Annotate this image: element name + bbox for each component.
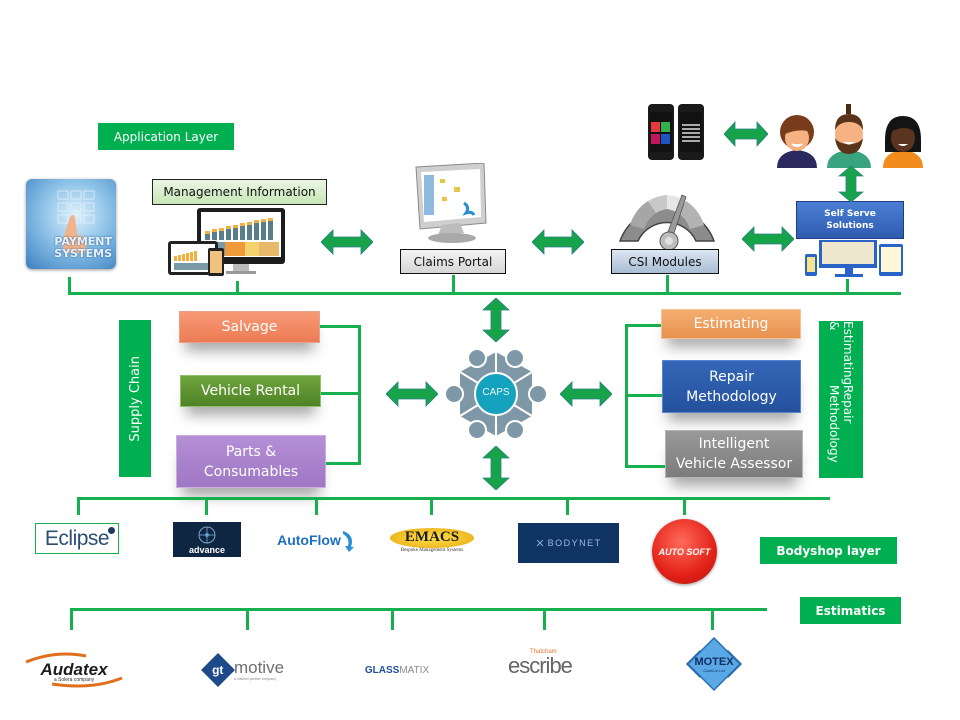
- self-serve-devices-icon: [805, 240, 905, 278]
- bodyshop-layer-label: Bodyshop layer: [760, 537, 897, 564]
- application-bus-line: [68, 292, 901, 295]
- connector: [625, 394, 662, 397]
- autosoft-logo[interactable]: AUTO SOFT: [652, 519, 717, 584]
- connector: [326, 462, 360, 465]
- gtmotive-diamond-icon: gt: [200, 653, 235, 687]
- double-arrow-icon: [742, 226, 794, 252]
- supply-chain-label: Supply Chain: [119, 320, 151, 477]
- payment-systems-tile[interactable]: PAYMENT SYSTEMS: [26, 179, 116, 269]
- motex-diamond-icon: [686, 636, 742, 692]
- vertical-double-arrow-icon: [482, 446, 510, 490]
- double-arrow-icon: [386, 381, 438, 407]
- autoflow-swoosh-icon: [342, 531, 354, 552]
- connector: [315, 497, 318, 515]
- connector: [246, 608, 249, 630]
- caps-hub-icon: [446, 348, 546, 440]
- mobile-app-phones-icon: [648, 104, 706, 160]
- eclipse-logo[interactable]: Eclipse: [35, 523, 119, 554]
- payment-keypad-icon: [57, 190, 95, 253]
- advance-network-icon: [198, 526, 216, 543]
- bearded-man-avatar-icon: [827, 104, 871, 168]
- gtmotive-logo[interactable]: gt motive a mitchell partner company: [200, 653, 290, 687]
- csi-modules-label[interactable]: CSI Modules: [611, 249, 719, 274]
- emacs-logo[interactable]: EMACS Bespoke Management Systems: [389, 524, 475, 556]
- estimatics-bus-line: [70, 608, 767, 611]
- double-arrow-icon: [532, 229, 584, 255]
- repair-methodology-box[interactable]: Repair Methodology: [662, 360, 801, 413]
- connector: [205, 497, 208, 515]
- bodynet-swoosh-icon: ✕: [535, 537, 545, 550]
- parts-consumables-box[interactable]: Parts & Consumables: [176, 435, 326, 488]
- connector: [77, 497, 80, 515]
- glassmatix-logo[interactable]: GLASS MATIX: [364, 664, 430, 676]
- double-arrow-icon: [321, 229, 373, 255]
- connector: [625, 324, 661, 327]
- motex-logo[interactable]: MOTEX CastCar Ltd: [676, 636, 752, 692]
- connector: [391, 608, 394, 630]
- salvage-box[interactable]: Salvage: [179, 311, 320, 343]
- advance-logo[interactable]: advance: [173, 522, 241, 557]
- connector: [321, 392, 360, 395]
- hand-icon: [62, 215, 87, 253]
- application-layer-text: Application Layer: [113, 129, 219, 144]
- connector: [236, 281, 239, 293]
- vertical-double-arrow-icon: [482, 298, 510, 342]
- connector: [320, 325, 360, 328]
- csi-gauge-icon: [612, 183, 722, 251]
- connector: [683, 497, 686, 515]
- self-serve-solutions-box[interactable]: Self Serve Solutions: [796, 201, 904, 239]
- woman-dark-hair-avatar-icon: [883, 116, 923, 168]
- caps-label: CAPS: [482, 387, 510, 398]
- vertical-double-arrow-icon: [838, 166, 864, 202]
- connector: [566, 497, 569, 515]
- double-arrow-icon: [724, 120, 768, 148]
- estimating-repair-methodology-label: Estimating & Repair Methodology: [819, 321, 863, 478]
- customer-avatars: [775, 104, 927, 168]
- bodyshop-bus-line: [77, 497, 830, 500]
- connector: [543, 608, 546, 630]
- autoflow-logo[interactable]: AutoFlow: [274, 522, 358, 558]
- caps-hub[interactable]: CAPS: [446, 344, 546, 444]
- audatex-logo[interactable]: Audatex a Solera company: [22, 652, 126, 690]
- woman-avatar-icon: [777, 115, 817, 168]
- management-information-label[interactable]: Management Information: [152, 179, 327, 205]
- intelligent-vehicle-assessor-box[interactable]: Intelligent Vehicle Assessor: [665, 430, 803, 478]
- connector: [711, 608, 714, 630]
- escribe-logo[interactable]: Thatcham escribe: [508, 649, 573, 678]
- connector: [358, 325, 361, 465]
- connector: [430, 497, 433, 515]
- connector: [70, 608, 73, 630]
- application-layer-label: Application Layer: [98, 123, 234, 150]
- connector: [625, 465, 665, 468]
- connector: [666, 275, 669, 293]
- bodynet-logo[interactable]: ✕ BODYNET: [518, 523, 619, 563]
- connector: [846, 279, 849, 293]
- connector: [68, 277, 71, 293]
- estimatics-label: Estimatics: [800, 597, 901, 624]
- claims-portal-label[interactable]: Claims Portal: [400, 249, 506, 274]
- estimating-box[interactable]: Estimating: [661, 309, 801, 339]
- connector: [452, 275, 455, 293]
- eclipse-dot-icon: [108, 527, 115, 534]
- double-arrow-icon: [560, 381, 612, 407]
- audatex-swoosh-icon: [25, 652, 123, 688]
- claims-portal-monitor-icon: [412, 163, 492, 245]
- payment-systems-text: PAYMENT SYSTEMS: [54, 235, 112, 260]
- management-dashboard-devices-icon: [168, 208, 286, 278]
- vehicle-rental-box[interactable]: Vehicle Rental: [180, 375, 321, 407]
